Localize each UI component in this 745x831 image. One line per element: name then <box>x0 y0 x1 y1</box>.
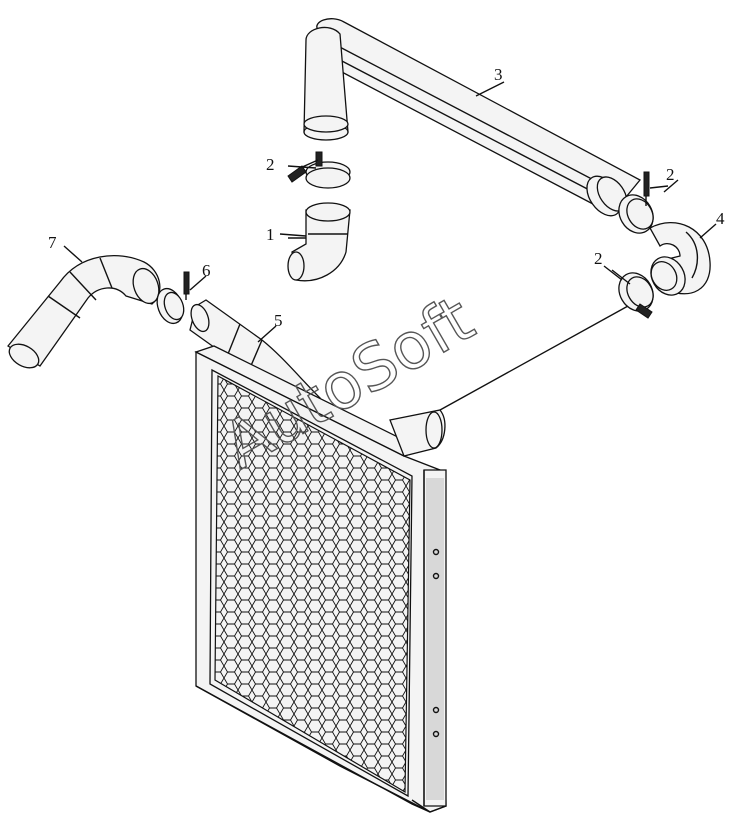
callout-5: 5 <box>274 311 283 330</box>
pipe-3 <box>303 18 642 217</box>
callout-7: 7 <box>48 233 57 252</box>
bolt-hole <box>432 572 440 580</box>
hose-clamp-top <box>287 151 351 189</box>
leader-lines <box>63 81 717 343</box>
hose-clamp-right-upper <box>618 171 669 234</box>
bolt-hole <box>432 730 440 738</box>
callout-2-top: 2 <box>266 155 275 174</box>
hose-clamp-6 <box>156 271 190 325</box>
bolt-hole <box>432 706 440 714</box>
bolt-hole <box>432 548 440 556</box>
intercooler-core <box>194 345 447 813</box>
leader-outlet <box>439 305 629 411</box>
callout-1: 1 <box>266 225 275 244</box>
callout-6: 6 <box>202 261 211 280</box>
callout-4: 4 <box>716 209 725 228</box>
callout-2-right-upper: 2 <box>666 165 675 184</box>
callout-3: 3 <box>494 65 503 84</box>
callout-2-right-lower: 2 <box>594 249 603 268</box>
elbow-hose-7 <box>7 254 161 369</box>
elbow-hose-4 <box>649 222 711 296</box>
elbow-hose-1 <box>287 202 351 282</box>
hose-clamp-right-lower <box>611 269 654 319</box>
callout-labels: 1 2 2 2 3 4 5 6 7 <box>48 65 725 330</box>
